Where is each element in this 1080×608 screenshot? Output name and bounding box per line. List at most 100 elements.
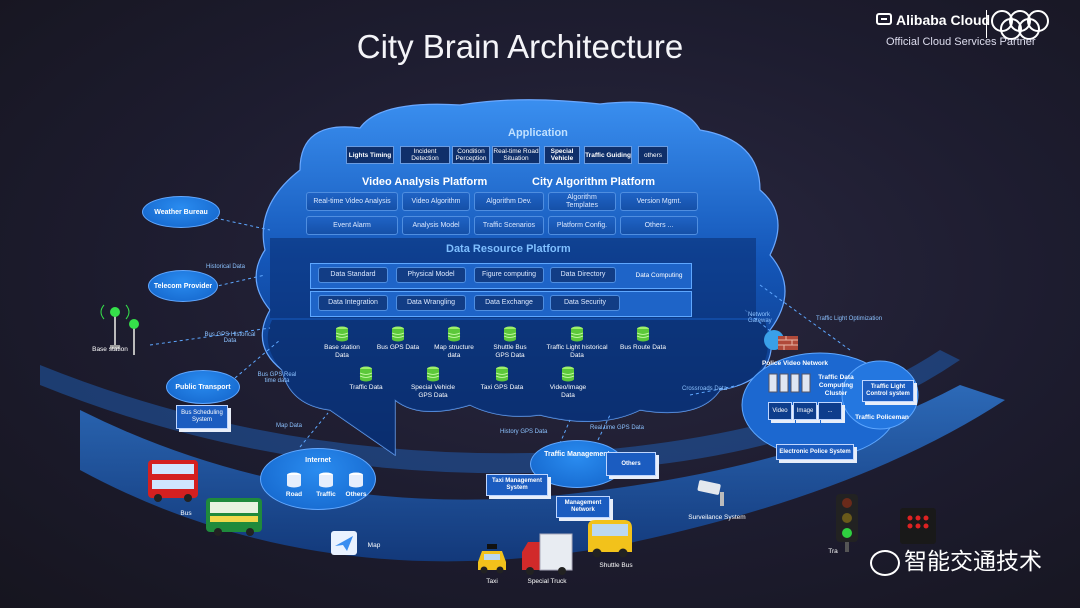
video-algorithm: Video Algorithm bbox=[402, 192, 470, 211]
alibaba-cloud-logo: Alibaba Cloud Official Cloud Services Pa… bbox=[876, 10, 1066, 54]
algorithm-dev: Algorithm Dev. bbox=[474, 192, 544, 211]
traffic-light-icon bbox=[836, 494, 858, 552]
network-gateway-icon bbox=[764, 330, 798, 350]
app-lights-timing: Lights Timing bbox=[346, 146, 394, 164]
wechat-watermark: 智能交通技术 bbox=[870, 542, 1042, 576]
figure-computing: Figure computing bbox=[474, 267, 544, 283]
algorithm-platform-header: City Algorithm Platform bbox=[532, 176, 656, 188]
green-bus-icon bbox=[206, 498, 262, 536]
realtime-video-analysis: Real-time Video Analysis bbox=[306, 192, 398, 211]
event-alarm: Event Alarm bbox=[306, 216, 398, 235]
app-others: others bbox=[638, 146, 668, 164]
flow-crossroads-data: Crossroads Data bbox=[682, 386, 728, 392]
ground-ribbon-upper bbox=[40, 350, 960, 474]
traffic-light-control: Traffic Light Control system bbox=[862, 380, 914, 402]
logo-divider bbox=[986, 10, 987, 38]
database-icon bbox=[503, 326, 517, 342]
data-exchange: Data Exchange bbox=[474, 295, 544, 311]
special-truck-icon bbox=[522, 533, 573, 575]
ground-ribbon bbox=[80, 385, 1005, 562]
taxi-management-system: Taxi Management System bbox=[486, 474, 548, 496]
version-mgmt: Version Mgmt. bbox=[620, 192, 698, 211]
data-store-label: Video/Image Data bbox=[549, 384, 587, 399]
management-network: Management Network bbox=[556, 496, 610, 518]
flow-realtime-gps: Real time GPS Data bbox=[590, 425, 645, 431]
alibaba-cloud-icon bbox=[876, 13, 892, 25]
wechat-icon bbox=[870, 549, 900, 576]
data-standard: Data Standard bbox=[318, 267, 388, 283]
flow-network-gateway: Network Gateway bbox=[748, 312, 772, 324]
map-icon bbox=[331, 531, 357, 555]
video-platform-header: Video Analysis Platform bbox=[362, 176, 488, 188]
data-store-label: Traffic Data bbox=[349, 384, 383, 391]
police-video-network: Police Video Network bbox=[762, 360, 828, 367]
app-condition-perception: Condition Perception bbox=[452, 146, 490, 164]
flow-map-data: Map Data bbox=[276, 423, 303, 429]
data-store-label: Base station Data bbox=[324, 344, 360, 359]
logo-name: Alibaba Cloud bbox=[896, 12, 991, 28]
base-station-icon bbox=[100, 304, 139, 355]
app-traffic-guiding: Traffic Guiding bbox=[584, 146, 632, 164]
weather-bureau: Weather Bureau bbox=[142, 196, 220, 228]
bus-label: Bus bbox=[180, 510, 192, 517]
traffic-data-cluster: Traffic Data Computing Cluster bbox=[818, 374, 854, 397]
data-store-label: Traffic Light historical Data bbox=[546, 344, 608, 359]
image-card: Image bbox=[793, 402, 817, 420]
flow-traffic-light-optimization: Traffic Light Optimization bbox=[816, 316, 883, 322]
flow-bus-gps-historical: Bus GPS Historical Data bbox=[204, 332, 256, 344]
server-rack-icon bbox=[768, 373, 811, 393]
control-box-icon bbox=[900, 508, 936, 544]
electronic-police-system: Electronic Police System bbox=[776, 444, 854, 460]
database-icon bbox=[359, 366, 373, 382]
database-icon bbox=[287, 472, 301, 488]
data-store-label: Taxi GPS Data bbox=[480, 384, 524, 391]
telecom-provider: Telecom Provider bbox=[148, 270, 218, 302]
internet-label: Internet bbox=[305, 457, 331, 464]
data-store-label: Bus GPS Data bbox=[376, 344, 420, 351]
internet-item-label: Others bbox=[345, 491, 367, 498]
physical-model: Physical Model bbox=[396, 267, 466, 283]
analysis-model: Analysis Model bbox=[402, 216, 470, 235]
public-transport: Public Transport bbox=[166, 370, 240, 404]
database-icon bbox=[335, 326, 349, 342]
data-wrangling: Data Wrangling bbox=[396, 295, 466, 311]
data-store-label: Bus Route Data bbox=[620, 344, 666, 351]
data-integration: Data Integration bbox=[318, 295, 388, 311]
watermark-text: 智能交通技术 bbox=[904, 549, 1042, 575]
slide-title: City Brain Architecture bbox=[356, 28, 684, 65]
database-icon bbox=[636, 326, 650, 342]
flow-bus-gps-realtime: Bus GPS Real time data bbox=[257, 372, 297, 384]
traffic-scenarios: Traffic Scenarios bbox=[474, 216, 544, 235]
app-realtime-road: Real-time Road Situation bbox=[492, 146, 540, 164]
special-truck-label: Special Truck bbox=[527, 578, 567, 585]
app-incident-detection: Incident Detection bbox=[400, 146, 450, 164]
taxi-icon bbox=[478, 544, 506, 574]
database-icon bbox=[447, 326, 461, 342]
database-icon bbox=[495, 366, 509, 382]
traffic-mgmt-others: Others bbox=[606, 452, 656, 476]
data-directory: Data Directory bbox=[550, 267, 616, 283]
shuttle-bus-icon bbox=[588, 520, 632, 558]
traffic-light-label: Tra bbox=[828, 548, 838, 555]
database-icon bbox=[561, 366, 575, 382]
internet-item-label: Road bbox=[285, 491, 303, 498]
application-header: Application bbox=[508, 127, 568, 139]
data-security: Data Security bbox=[550, 295, 620, 311]
database-icon bbox=[319, 472, 333, 488]
database-icon bbox=[391, 326, 405, 342]
database-icon bbox=[570, 326, 584, 342]
flow-historical-data: Historical Data bbox=[206, 264, 246, 270]
data-store-label: Special Vehicle GPS Data bbox=[410, 384, 456, 399]
platform-config: Platform Config. bbox=[548, 216, 616, 235]
flow-history-gps: History GPS Data bbox=[500, 429, 548, 435]
database-icon bbox=[426, 366, 440, 382]
brain-lower-shade bbox=[267, 320, 768, 455]
base-station-label: Base station bbox=[92, 346, 128, 353]
algorithm-others: Others ... bbox=[620, 216, 698, 235]
app-special-vehicle: Special Vehicle bbox=[544, 146, 580, 164]
taxi-label: Taxi bbox=[486, 578, 498, 585]
surveillance-label: Surveilance System bbox=[688, 514, 746, 521]
database-icon bbox=[349, 472, 363, 488]
shuttle-bus-label: Shuttle Bus bbox=[599, 562, 633, 569]
